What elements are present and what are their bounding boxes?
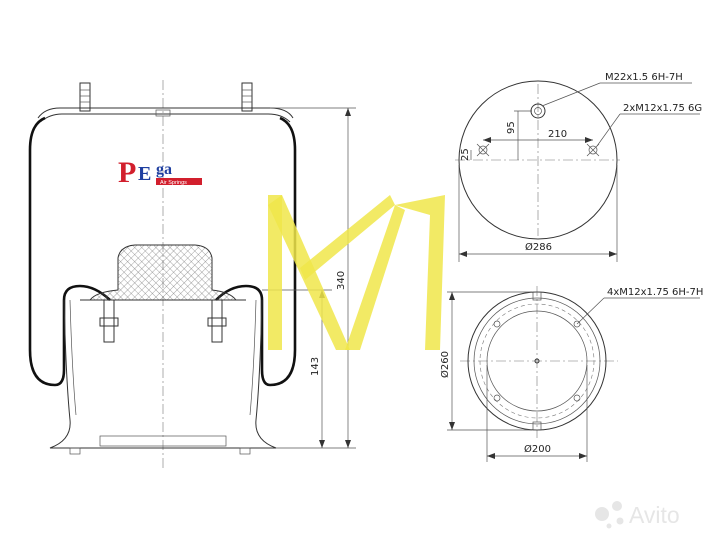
logo-tagline: Air Springs [160,180,187,186]
side-hole-left [476,143,490,157]
avito-brand-text: Avito [629,502,680,528]
avito-watermark: Avito [595,501,680,529]
side-threads-label: 2xM12x1.75 6G [623,103,702,114]
bolt-hole-4 [573,394,581,402]
bottom-inner-diameter-label: Ø200 [524,443,551,455]
rubber-bellow [28,116,297,387]
bottom-stud-left [99,299,119,343]
center-thread-label: M22x1.5 6H-7H [605,72,683,83]
offset-vertical-label: 95 [506,121,517,134]
bolt-hole-1 [493,320,501,328]
bottom-view: 4xM12x1.75 6H-7H Ø260 Ø200 [439,286,703,462]
top-plate [37,107,294,119]
bolt-spacing-label: 210 [548,129,567,140]
height-piston-label: 143 [310,357,321,376]
logo-letters-ga: ga [156,161,172,178]
watermark-mark [268,195,445,350]
bottom-threads-label: 4xM12x1.75 6H-7H [607,287,703,298]
avito-logo-icon [595,507,609,521]
bolt-hole-3 [493,394,501,402]
logo-tagline-bar [156,178,202,185]
bottom-inner-circle [486,310,588,412]
logo-letter-e: E [138,163,151,185]
height-total-label: 340 [336,271,347,290]
brand-logo: P E ga Air Springs [118,156,202,189]
top-stud-left [79,82,91,112]
top-view: M22x1.5 6H-7H 2xM12x1.75 6G 95 210 25 Ø2… [455,72,702,262]
side-view: 340 143 [28,80,356,470]
top-diameter-label: Ø286 [525,241,552,253]
bottom-stud-right [207,299,227,343]
bottom-outer-diameter-label: Ø260 [439,351,451,378]
bump-stop [88,244,238,301]
logo-letter-p: P [118,156,136,189]
dimension-height-total: 340 [270,107,356,449]
bolt-hole-2 [573,320,581,328]
top-plate-vent [155,109,171,117]
offset-small-label: 25 [460,148,471,161]
top-stud-right [241,82,253,112]
